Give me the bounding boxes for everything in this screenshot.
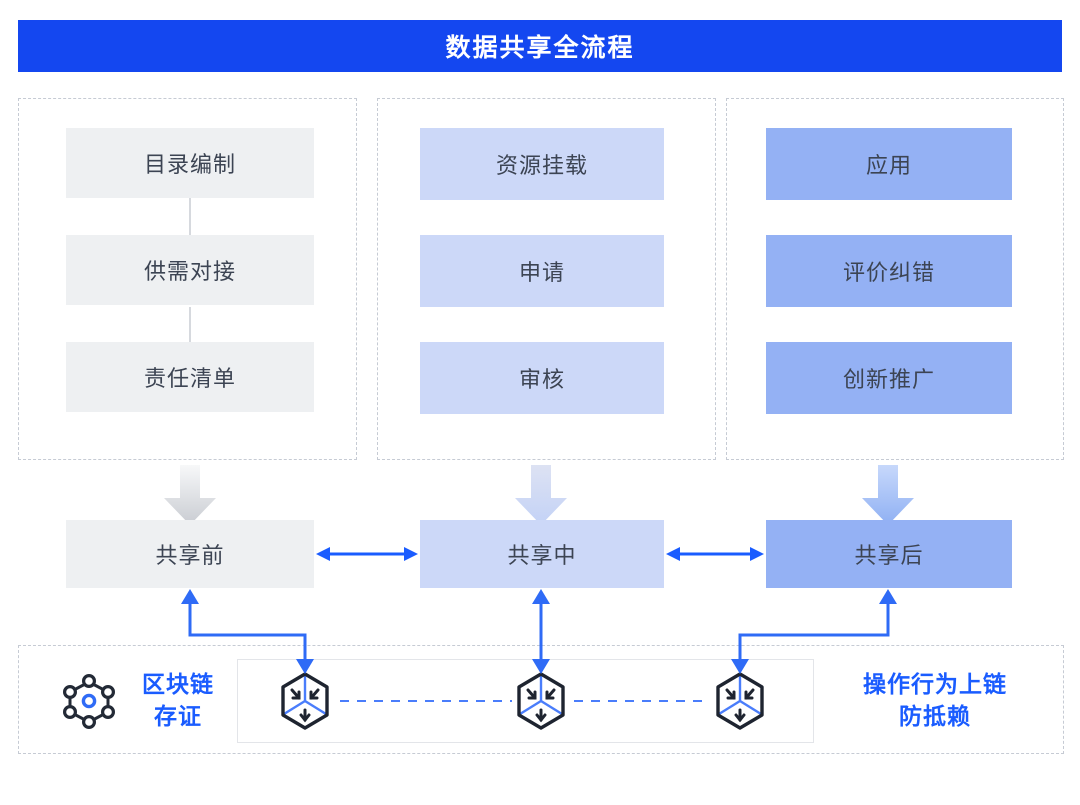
down-arrow-icon-in-share xyxy=(515,465,567,525)
block-chain-link-1 xyxy=(340,700,512,702)
phase-box-before-sharing[interactable]: 共享前 xyxy=(66,520,314,588)
down-arrow-icon-post-share xyxy=(862,465,914,525)
step-connector-line xyxy=(189,198,191,235)
block-chain-link-2 xyxy=(574,700,710,702)
block-node-icon-1 xyxy=(281,672,329,730)
step-box-application[interactable]: 应用 xyxy=(766,128,1012,200)
step-box-supply-demand[interactable]: 供需对接 xyxy=(66,235,314,305)
step-connector-line xyxy=(189,307,191,342)
phase-box-during-sharing[interactable]: 共享中 xyxy=(420,520,664,588)
step-box-apply[interactable]: 申请 xyxy=(420,235,664,307)
step-box-resource-mount[interactable]: 资源挂载 xyxy=(420,128,664,200)
blockchain-left-label-line1: 区块链 xyxy=(142,671,214,697)
blockchain-right-label-line1: 操作行为上链 xyxy=(863,671,1007,697)
block-node-icon-3 xyxy=(716,672,764,730)
page-title: 数据共享全流程 xyxy=(18,20,1062,72)
group-box-pre-share xyxy=(18,98,357,460)
group-box-post-share xyxy=(726,98,1064,460)
step-box-review[interactable]: 审核 xyxy=(420,342,664,414)
blockchain-left-label-line2: 存证 xyxy=(154,703,202,729)
step-box-responsibility-list[interactable]: 责任清单 xyxy=(66,342,314,412)
step-box-evaluation-correction[interactable]: 评价纠错 xyxy=(766,235,1012,307)
step-box-innovation-promotion[interactable]: 创新推广 xyxy=(766,342,1012,414)
blockchain-network-icon xyxy=(62,673,115,729)
down-arrow-icon-pre-share xyxy=(164,465,216,525)
bidirectional-arrow-icon-2 xyxy=(666,547,764,561)
group-box-in-share xyxy=(377,98,716,460)
phase-box-after-sharing[interactable]: 共享后 xyxy=(766,520,1012,588)
step-box-catalog[interactable]: 目录编制 xyxy=(66,128,314,198)
bidirectional-arrow-icon-1 xyxy=(316,547,418,561)
block-node-icon-2 xyxy=(517,672,565,730)
blockchain-right-label-line2: 防抵赖 xyxy=(899,703,971,729)
blockchain-right-label: 操作行为上链 防抵赖 xyxy=(840,668,1030,732)
blockchain-left-label: 区块链 存证 xyxy=(128,668,228,732)
